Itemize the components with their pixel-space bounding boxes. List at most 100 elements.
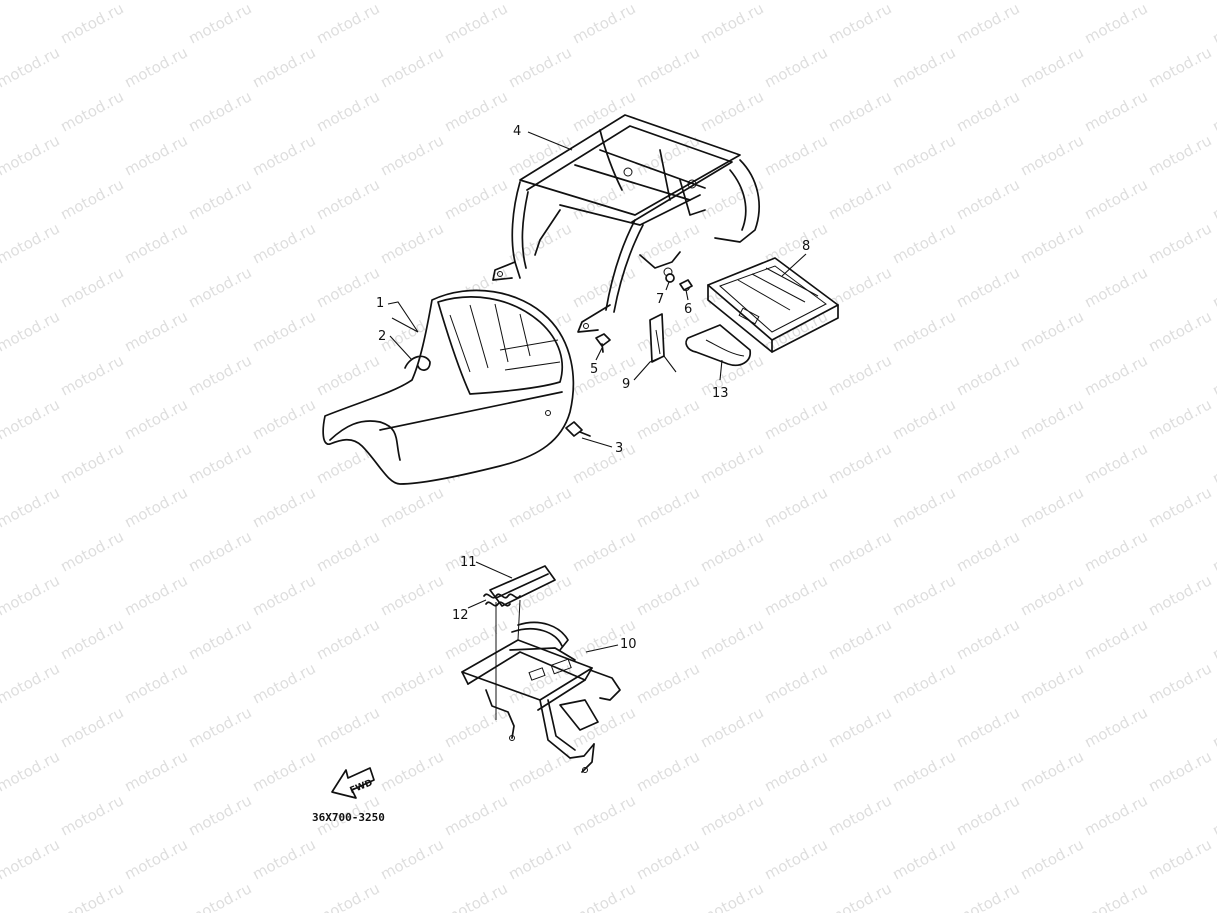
watermark-text: motod.ru: [377, 131, 446, 179]
watermark-text: motod.ru: [825, 351, 894, 399]
watermark-text: motod.ru: [313, 615, 382, 663]
watermark-text: motod.ru: [1081, 0, 1150, 48]
watermark-text: motod.ru: [1209, 791, 1217, 839]
watermark-text: motod.ru: [249, 0, 318, 4]
watermark-text: motod.ru: [441, 879, 510, 913]
watermark-text: motod.ru: [505, 43, 574, 91]
watermark-text: motod.ru: [697, 0, 766, 48]
watermark-text: motod.ru: [185, 703, 254, 751]
fwd-arrow-icon: FWD: [331, 767, 375, 799]
watermark-text: motod.ru: [377, 835, 446, 883]
watermark-text: motod.ru: [1081, 175, 1150, 223]
watermark-text: motod.ru: [441, 175, 510, 223]
watermark-text: motod.ru: [249, 747, 318, 795]
callout-4: 4: [513, 124, 521, 139]
watermark-text: motod.ru: [569, 791, 638, 839]
watermark-text: motod.ru: [505, 483, 574, 531]
watermark-text: motod.ru: [1081, 879, 1150, 913]
watermark-text: motod.ru: [889, 43, 958, 91]
watermark-text: motod.ru: [249, 131, 318, 179]
bolt-6-drawing: [679, 279, 693, 291]
watermark-text: motod.ru: [633, 219, 702, 267]
watermark-text: motod.ru: [1017, 219, 1086, 267]
watermark-text: motod.ru: [761, 43, 830, 91]
watermark-text: motod.ru: [889, 219, 958, 267]
watermark-text: motod.ru: [569, 351, 638, 399]
watermark-text: motod.ru: [761, 659, 830, 707]
watermark-text: motod.ru: [121, 43, 190, 91]
watermark-text: motod.ru: [953, 791, 1022, 839]
watermark-text: motod.ru: [953, 0, 1022, 48]
watermark-text: motod.ru: [1017, 307, 1086, 355]
watermark-text: motod.ru: [633, 747, 702, 795]
tool-bag-drawing: [685, 324, 751, 367]
watermark-text: motod.ru: [825, 0, 894, 48]
watermark-text: motod.ru: [0, 571, 63, 619]
watermark-text: motod.ru: [633, 483, 702, 531]
watermark-text: motod.ru: [953, 263, 1022, 311]
watermark-text: motod.ru: [121, 747, 190, 795]
callout-13: 13: [712, 386, 729, 401]
lock-bracket-drawing: [461, 621, 621, 773]
watermark-text: motod.ru: [697, 879, 766, 913]
watermark-text: motod.ru: [0, 43, 63, 91]
watermark-text: motod.ru: [313, 879, 382, 913]
bracket-plate-drawing: [649, 313, 665, 363]
watermark-text: motod.ru: [1145, 307, 1214, 355]
nut-7-drawing: [665, 273, 675, 283]
watermark-text: motod.ru: [1081, 87, 1150, 135]
grab-rail-drawing: [492, 114, 760, 333]
watermark-text: motod.ru: [505, 835, 574, 883]
watermark-text: motod.ru: [569, 527, 638, 575]
watermark-text: motod.ru: [441, 791, 510, 839]
watermark-text: motod.ru: [761, 835, 830, 883]
watermark-text: motod.ru: [57, 615, 126, 663]
watermark-text: motod.ru: [185, 351, 254, 399]
watermark-text: motod.ru: [185, 87, 254, 135]
watermark-text: motod.ru: [825, 791, 894, 839]
watermark-text: motod.ru: [57, 879, 126, 913]
watermark-text: motod.ru: [1145, 835, 1214, 883]
watermark-text: motod.ru: [505, 219, 574, 267]
watermark-text: motod.ru: [185, 439, 254, 487]
watermark-text: motod.ru: [889, 571, 958, 619]
watermark-text: motod.ru: [121, 395, 190, 443]
watermark-text: motod.ru: [441, 87, 510, 135]
watermark-text: motod.ru: [697, 87, 766, 135]
watermark-text: motod.ru: [1145, 395, 1214, 443]
watermark-text: motod.ru: [249, 483, 318, 531]
watermark-text: motod.ru: [569, 439, 638, 487]
watermark-text: motod.ru: [633, 43, 702, 91]
watermark-text: motod.ru: [1081, 527, 1150, 575]
watermark-text: motod.ru: [1145, 219, 1214, 267]
spring-drawing: [483, 593, 521, 720]
watermark-text: motod.ru: [697, 615, 766, 663]
watermark-text: motod.ru: [249, 571, 318, 619]
watermark-text: motod.ru: [633, 395, 702, 443]
watermark-text: motod.ru: [697, 175, 766, 223]
watermark-text: motod.ru: [0, 835, 63, 883]
watermark-text: motod.ru: [1081, 703, 1150, 751]
watermark-text: motod.ru: [953, 703, 1022, 751]
watermark-text: motod.ru: [1017, 571, 1086, 619]
watermark-text: motod.ru: [1145, 571, 1214, 619]
watermark-text: motod.ru: [0, 131, 63, 179]
watermark-text: motod.ru: [0, 395, 63, 443]
watermark-text: motod.ru: [953, 87, 1022, 135]
watermark-text: motod.ru: [57, 175, 126, 223]
watermark-text: motod.ru: [1145, 659, 1214, 707]
watermark-text: motod.ru: [313, 263, 382, 311]
watermark-text: motod.ru: [185, 791, 254, 839]
watermark-text: motod.ru: [505, 747, 574, 795]
watermark-text: motod.ru: [825, 703, 894, 751]
watermark-text: motod.ru: [1017, 131, 1086, 179]
watermark-text: motod.ru: [889, 835, 958, 883]
watermark-text: motod.ru: [633, 835, 702, 883]
watermark-text: motod.ru: [1017, 659, 1086, 707]
watermark-text: motod.ru: [0, 0, 63, 4]
watermark-text: motod.ru: [1209, 175, 1217, 223]
diagram-code: 36X700-3250: [312, 811, 385, 824]
watermark-text: motod.ru: [697, 703, 766, 751]
watermark-text: motod.ru: [889, 131, 958, 179]
watermark-text: motod.ru: [505, 0, 574, 4]
